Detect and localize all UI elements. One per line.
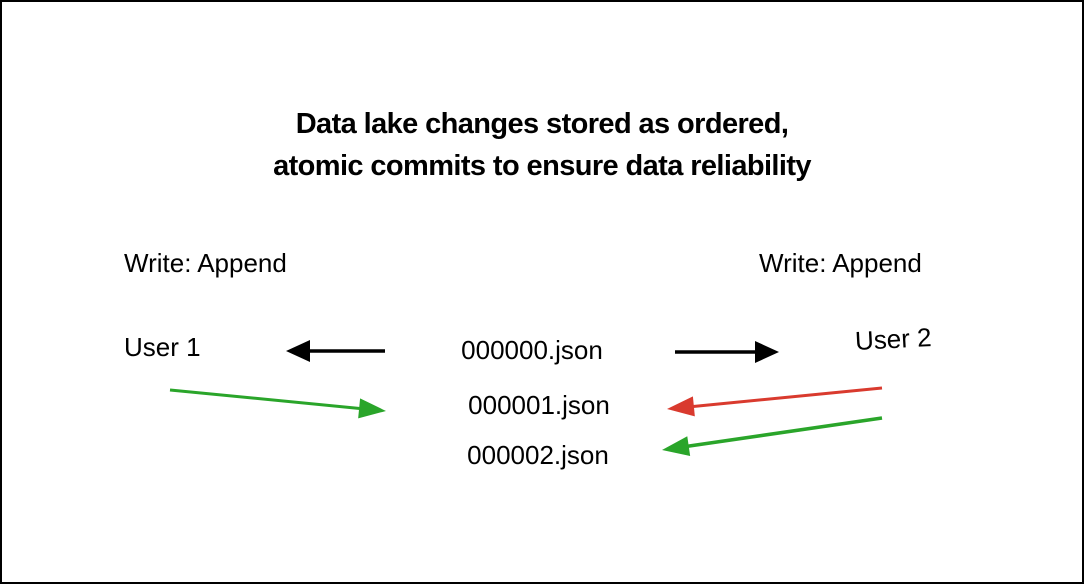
arrow-user2-commit-accepted-line (686, 416, 883, 449)
diagram-title: Data lake changes stored as ordered, ato… (2, 103, 1082, 187)
commit-file-000000: 000000.json (461, 335, 603, 365)
commit-file-000002: 000002.json (467, 440, 609, 470)
arrow-user2-commit-accepted-head (662, 436, 691, 457)
arrow-user1-commit-accepted-head (358, 398, 386, 419)
user1-label: User 1 (124, 332, 201, 362)
diagram-title-line1: Data lake changes stored as ordered, (295, 108, 789, 140)
arrow-user2-read-head (755, 341, 779, 363)
commit-file-000001: 000001.json (468, 390, 610, 420)
arrow-user2-commit-rejected-head (667, 396, 695, 417)
write-append-label-right: Write: Append (759, 248, 922, 278)
write-append-label-left: Write: Append (124, 248, 287, 278)
user2-label: User 2 (854, 322, 933, 356)
diagram-title-line2: atomic commits to ensure data reliabilit… (273, 150, 811, 182)
arrow-user1-read-head (286, 340, 310, 362)
arrow-user2-commit-rejected-line (691, 386, 883, 409)
arrow-user1-commit-accepted-line (169, 388, 362, 411)
